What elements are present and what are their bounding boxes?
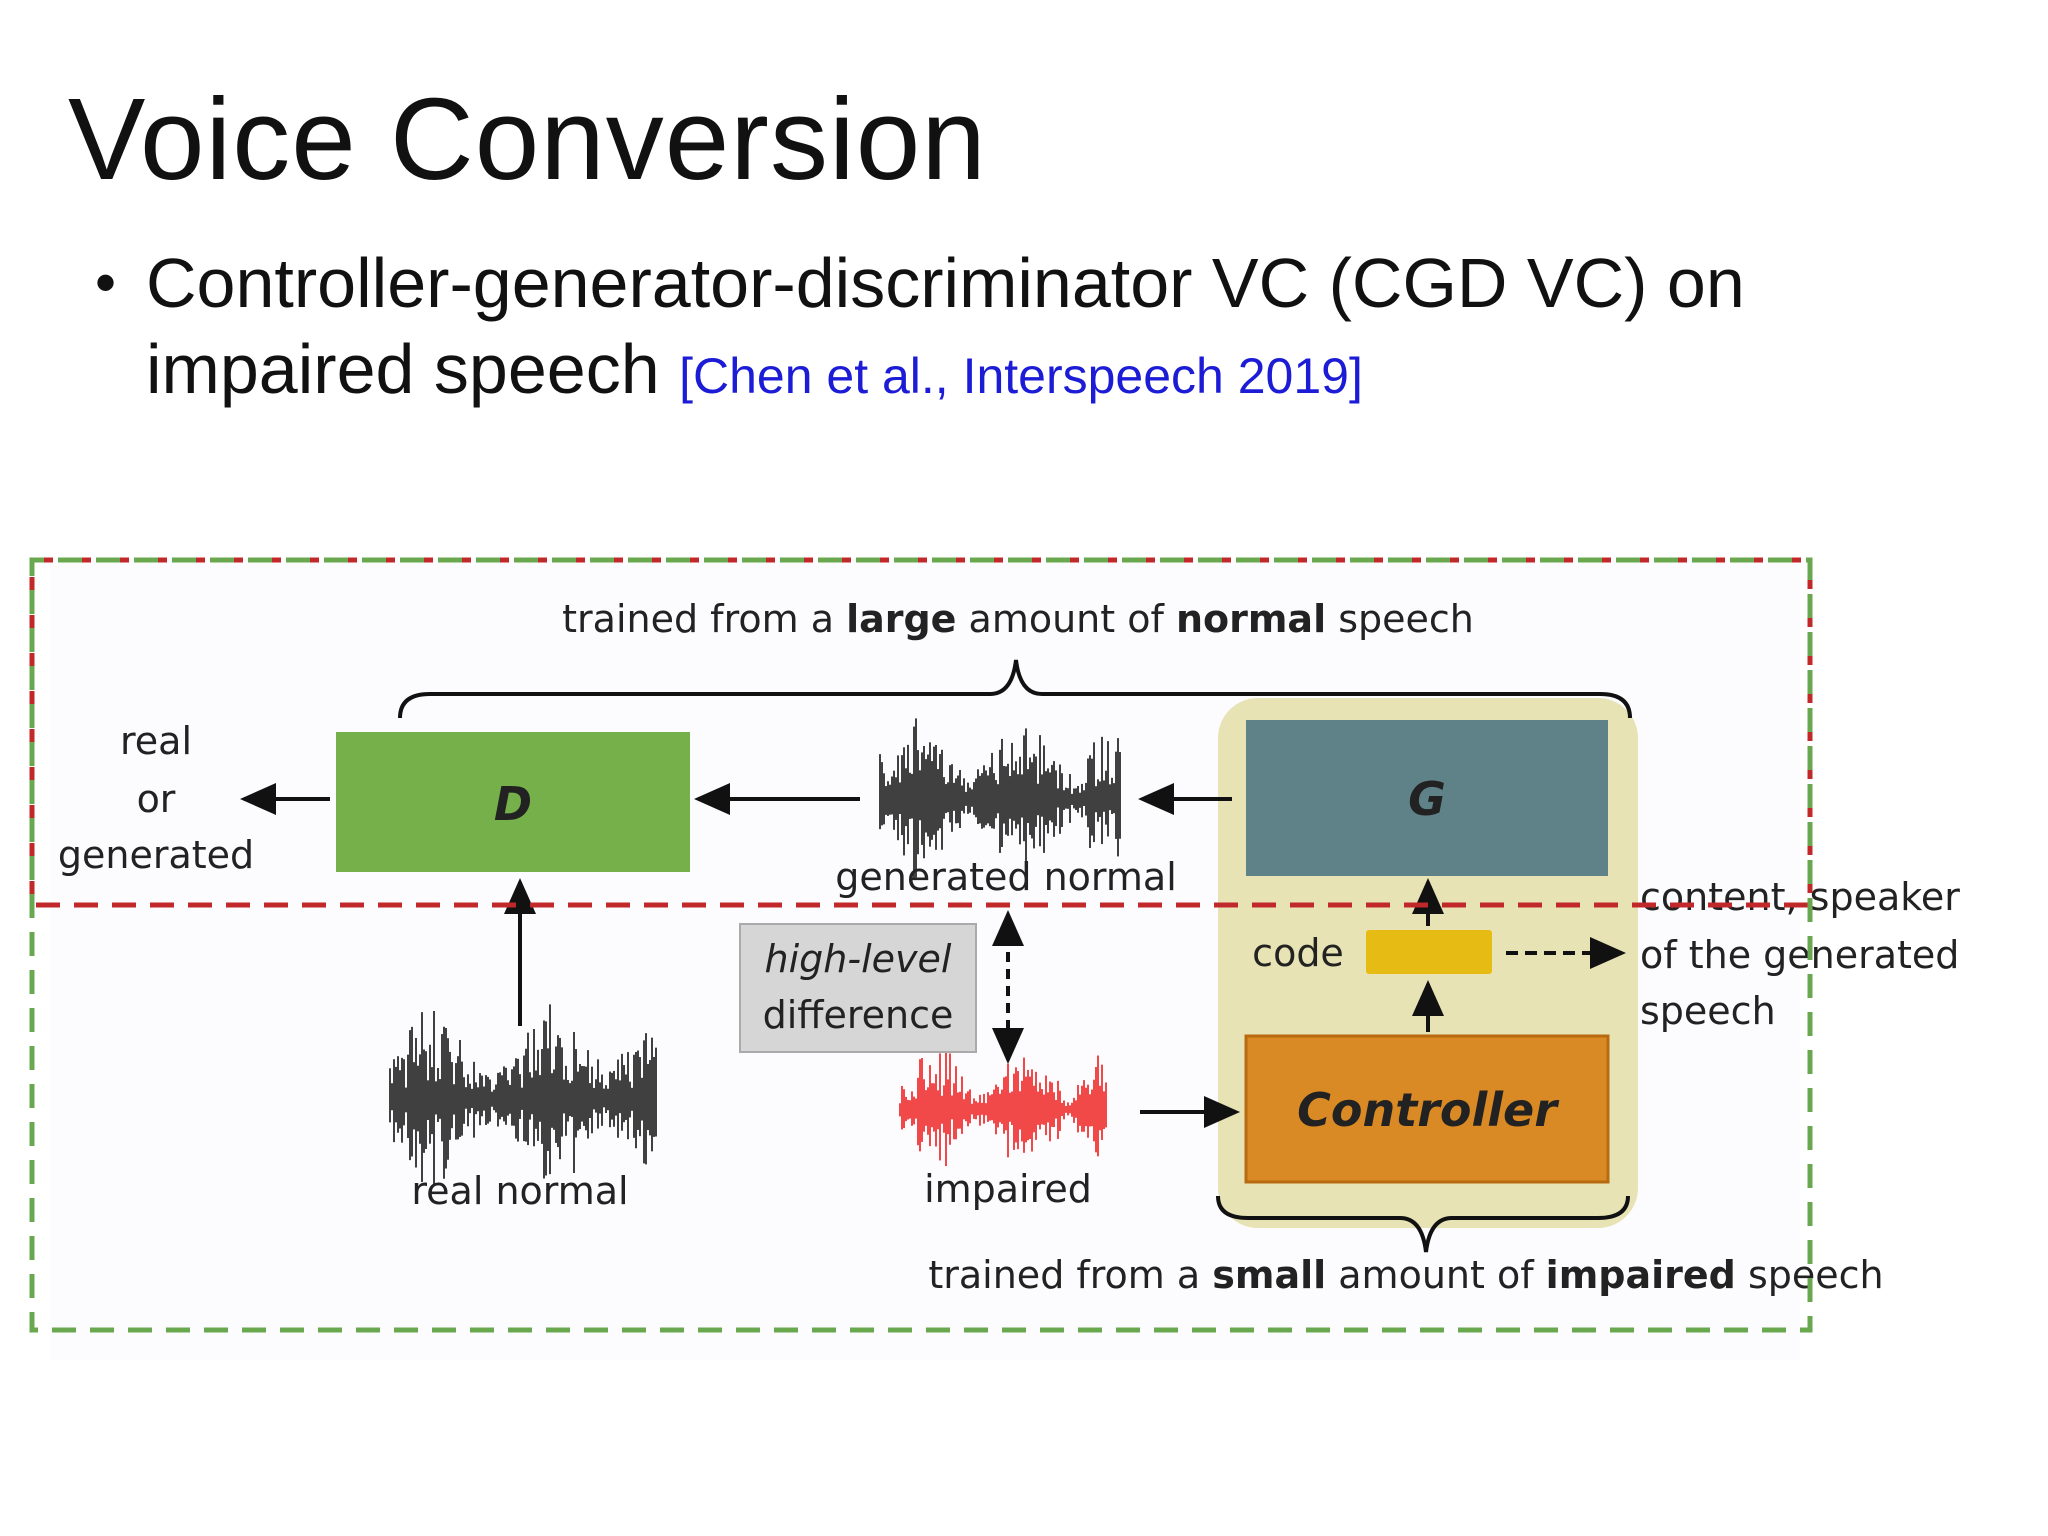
green-dashed-region [29, 557, 1813, 1333]
high-level-difference-box [739, 923, 977, 1053]
bottom-brace-label-part: trained from a [928, 1253, 1212, 1297]
bullet-text: Controller-generator-discriminator VC (C… [146, 240, 1946, 419]
bottom-brace-label-bold-impaired: impaired [1546, 1253, 1736, 1297]
content-speaker-line-1: content, speaker [1640, 875, 1960, 919]
controller-block [1244, 1034, 1610, 1184]
impaired-waveform [899, 1051, 1107, 1167]
bottom-brace-label-part: amount of [1326, 1253, 1545, 1297]
top-brace-label: trained from a large amount of normal sp… [562, 597, 1474, 641]
top-brace-label-bold-normal: normal [1176, 597, 1326, 641]
impaired-label: impaired [924, 1167, 1092, 1211]
discriminator-block [336, 732, 690, 872]
content-speaker-line-2: of the generated [1640, 933, 1959, 977]
top-brace-label-part: trained from a [562, 597, 846, 641]
output-label-or: or [137, 777, 176, 821]
real-normal-label: real normal [411, 1169, 628, 1213]
top-brace [398, 659, 1632, 719]
code-bar [1366, 930, 1492, 974]
generated-normal-label: generated normal [835, 855, 1177, 899]
top-brace-label-part: speech [1326, 597, 1474, 641]
generator-block [1246, 720, 1608, 876]
content-speaker-line-3: speech [1640, 989, 1776, 1033]
top-brace-label-bold-large: large [846, 597, 956, 641]
discriminator-label: D [494, 777, 532, 831]
bottom-brace-label: trained from a small amount of impaired … [928, 1253, 1883, 1297]
generated-normal-waveform [879, 718, 1121, 878]
bullet-dot: • [95, 249, 117, 316]
bottom-brace-label-bold-small: small [1212, 1253, 1326, 1297]
slide-title: Voice Conversion [68, 74, 987, 204]
bottom-brace [1216, 1195, 1630, 1253]
bullet-main-text: Controller-generator-discriminator VC (C… [146, 244, 1745, 408]
generator-label: G [1408, 772, 1446, 826]
output-label-real: real [120, 719, 192, 763]
high-level-difference-line-1: high-level [765, 937, 952, 981]
output-label-generated: generated [58, 833, 254, 877]
citation-link[interactable]: [Chen et al., Interspeech 2019] [679, 348, 1363, 404]
code-label: code [1252, 931, 1344, 975]
controller-label: Controller [1297, 1083, 1560, 1137]
high-level-difference-line-2: difference [763, 993, 954, 1037]
top-brace-label-part: amount of [956, 597, 1175, 641]
real-normal-waveform [389, 1004, 657, 1186]
